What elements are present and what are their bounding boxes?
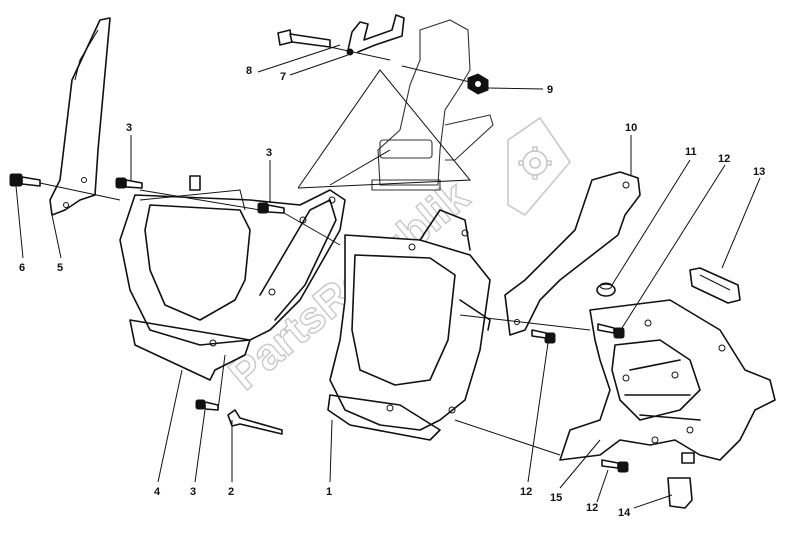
callout-2: 2 [228,486,234,498]
part-7-spring-clip [346,14,405,56]
callout-labels: 8 7 9 3 3 6 5 10 11 12 13 4 3 2 1 12 15 … [19,65,765,519]
callout-9: 9 [547,84,553,96]
callout-14: 14 [618,507,631,519]
part-12-bolt-center [531,329,556,344]
part-3-bolt-upper-center [257,202,285,214]
callout-10: 10 [625,122,637,134]
part-11-grommet [596,282,616,297]
watermark-gear-icon [518,146,552,180]
callout-7: 7 [280,71,286,83]
part-15-lower-frame [559,299,776,461]
part-8-bolt [277,29,331,48]
steering-head-ghost [297,19,494,191]
callout-8: 8 [246,65,252,77]
callout-13: 13 [753,166,765,178]
part-12-bolt-right [597,323,625,339]
callout-3-upper-left: 3 [126,122,132,134]
callout-6: 6 [19,262,25,274]
part-9-nut [467,73,489,95]
callout-3-lower: 3 [190,486,196,498]
callout-3-upper-center: 3 [266,147,272,159]
part-1-right-duct [327,209,491,441]
callout-4: 4 [154,486,161,498]
callout-11: 11 [685,146,697,158]
part-4-left-duct [119,175,346,381]
callout-12-upper: 12 [718,153,730,165]
part-3-bolt-lower [195,399,219,411]
alignment-lines [39,46,591,456]
callout-12-lower: 12 [586,502,598,514]
callout-5: 5 [57,262,63,274]
part-13-rubber-pad [689,267,741,304]
part-12-bolt-lower [601,459,629,473]
callout-1: 1 [326,486,332,498]
part-5-side-bracket [49,17,111,216]
part-6-bolt [9,173,41,187]
part-14-clip [667,452,695,509]
leader-lines [15,44,761,509]
watermark-arrow-shape [507,116,572,217]
part-10-upper-bracket [504,171,641,336]
part-2-spring-rod [227,409,283,435]
callout-15: 15 [550,492,562,504]
callout-12-center: 12 [520,486,532,498]
part-3-bolt-upper-left [115,177,143,189]
